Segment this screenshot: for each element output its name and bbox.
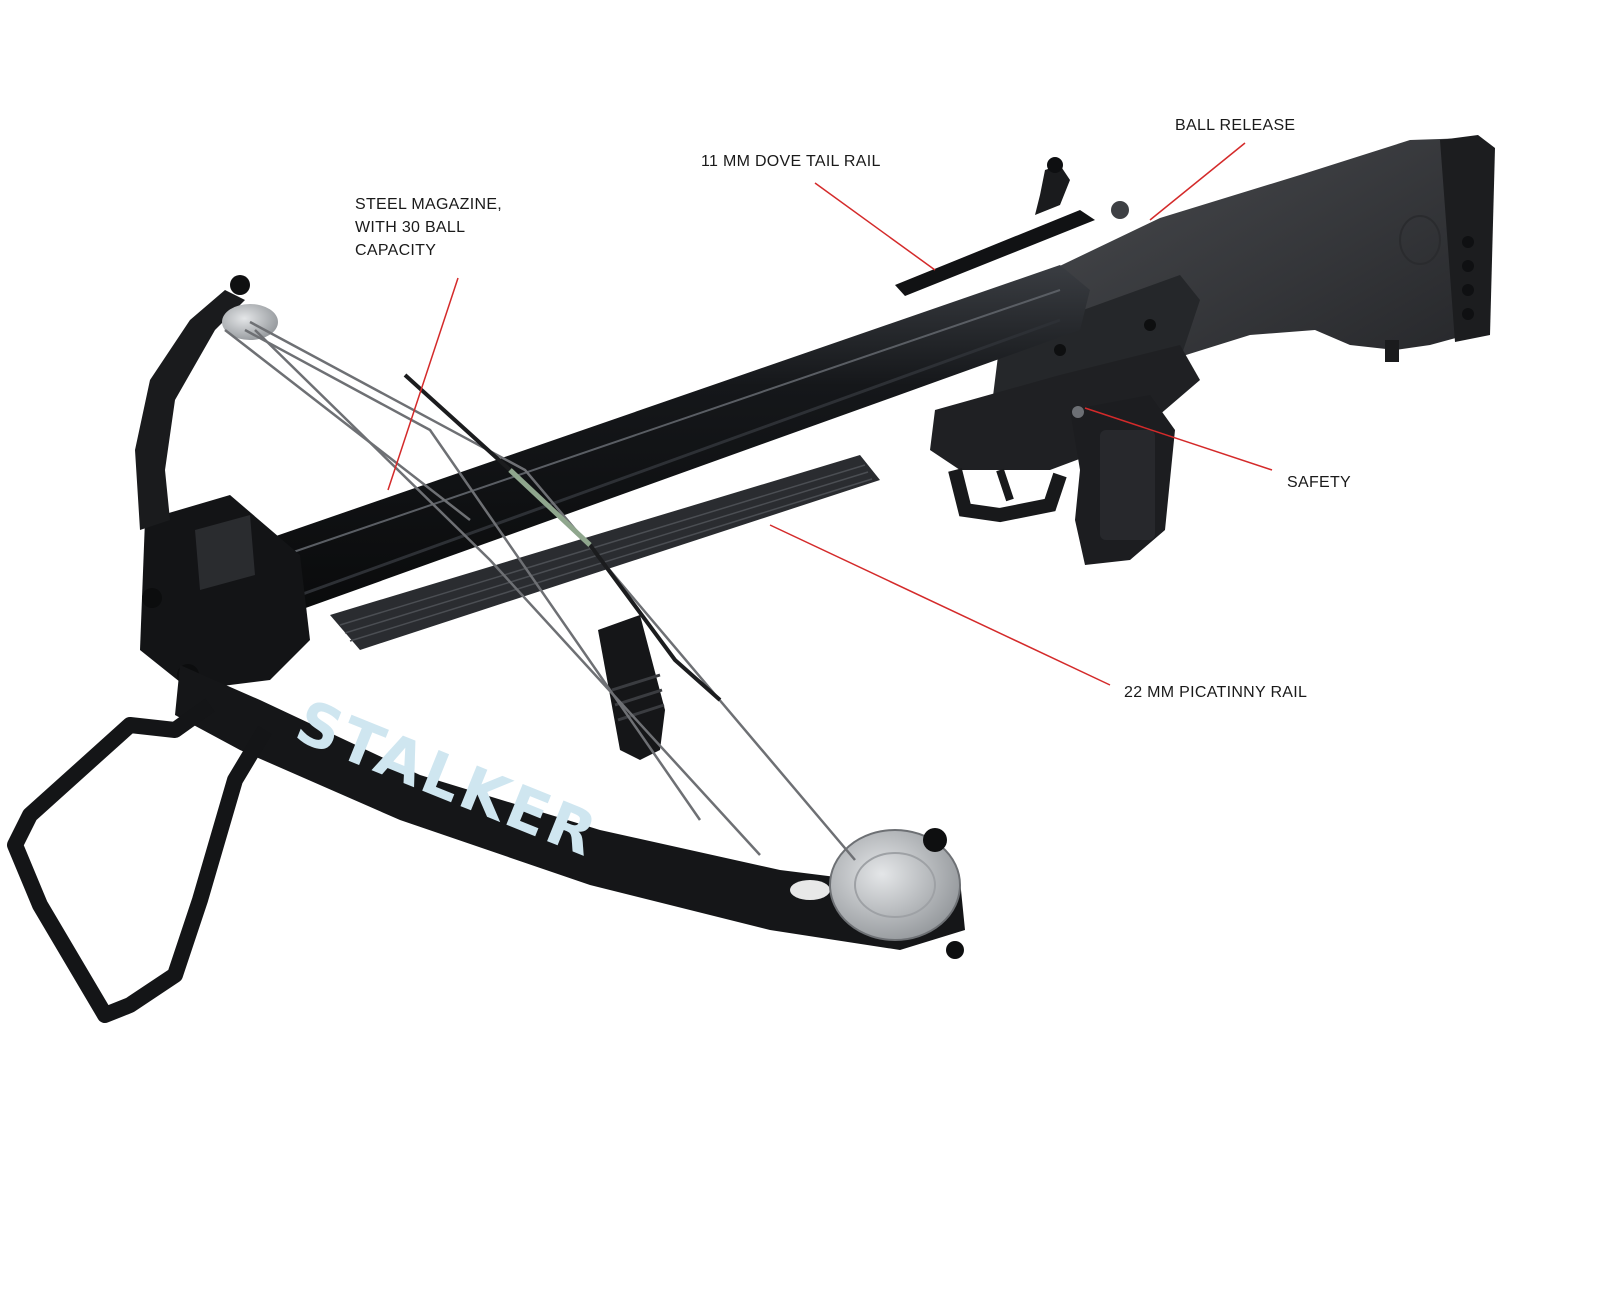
cocking-stirrup: [7, 698, 272, 1023]
callout-safety: SAFETY: [1287, 471, 1351, 494]
leader-lines: [387, 142, 1273, 686]
lower-cam: [829, 828, 964, 959]
callout-magazine-line-1: STEEL MAGAZINE,: [355, 196, 503, 213]
stock-hole: [1462, 260, 1474, 272]
dovetail-rail: [895, 157, 1129, 296]
bow-cables: [224, 320, 856, 861]
callout-safety-text: SAFETY: [1287, 474, 1352, 491]
leader-picatinny: [769, 524, 1111, 686]
rear-sight: [1035, 165, 1070, 215]
leader-dovetail: [814, 182, 936, 271]
callout-magazine: STEEL MAGAZINE, WITH 30 BALL CAPACITY: [355, 193, 502, 262]
pistol-grip: [1070, 395, 1175, 565]
receiver-screw: [1144, 319, 1156, 331]
foregrip: [598, 615, 665, 760]
callout-magazine-line-2: WITH 30 BALL: [355, 219, 466, 236]
ball-release-knob: [1111, 201, 1129, 219]
callout-dovetail-rail: 11 MM DOVE TAIL RAIL: [701, 150, 881, 173]
stock-hole: [1462, 284, 1474, 296]
receiver: [930, 275, 1200, 470]
safety-button: [1072, 406, 1084, 418]
front-riser: [140, 495, 310, 690]
leader-ball-release: [1149, 142, 1246, 221]
callout-ball-release: BALL RELEASE: [1175, 114, 1295, 137]
callout-dovetail-rail-text: 11 MM DOVE TAIL RAIL: [701, 153, 881, 170]
upper-limb: [135, 275, 278, 530]
bolt: [403, 373, 722, 702]
callout-magazine-line-3: CAPACITY: [355, 242, 437, 259]
callout-picatinny-rail-text: 22 MM PICATINNY RAIL: [1124, 684, 1308, 701]
leader-magazine: [387, 277, 459, 491]
stock-hole: [1462, 308, 1474, 320]
callout-ball-release-text: BALL RELEASE: [1175, 117, 1296, 134]
stock-hole: [1462, 236, 1474, 248]
trigger-guard: [948, 468, 1067, 523]
receiver-screw: [1054, 344, 1066, 356]
callout-picatinny-rail: 22 MM PICATINNY RAIL: [1124, 681, 1307, 704]
barrel: [250, 265, 1090, 650]
leader-safety: [1084, 407, 1273, 471]
